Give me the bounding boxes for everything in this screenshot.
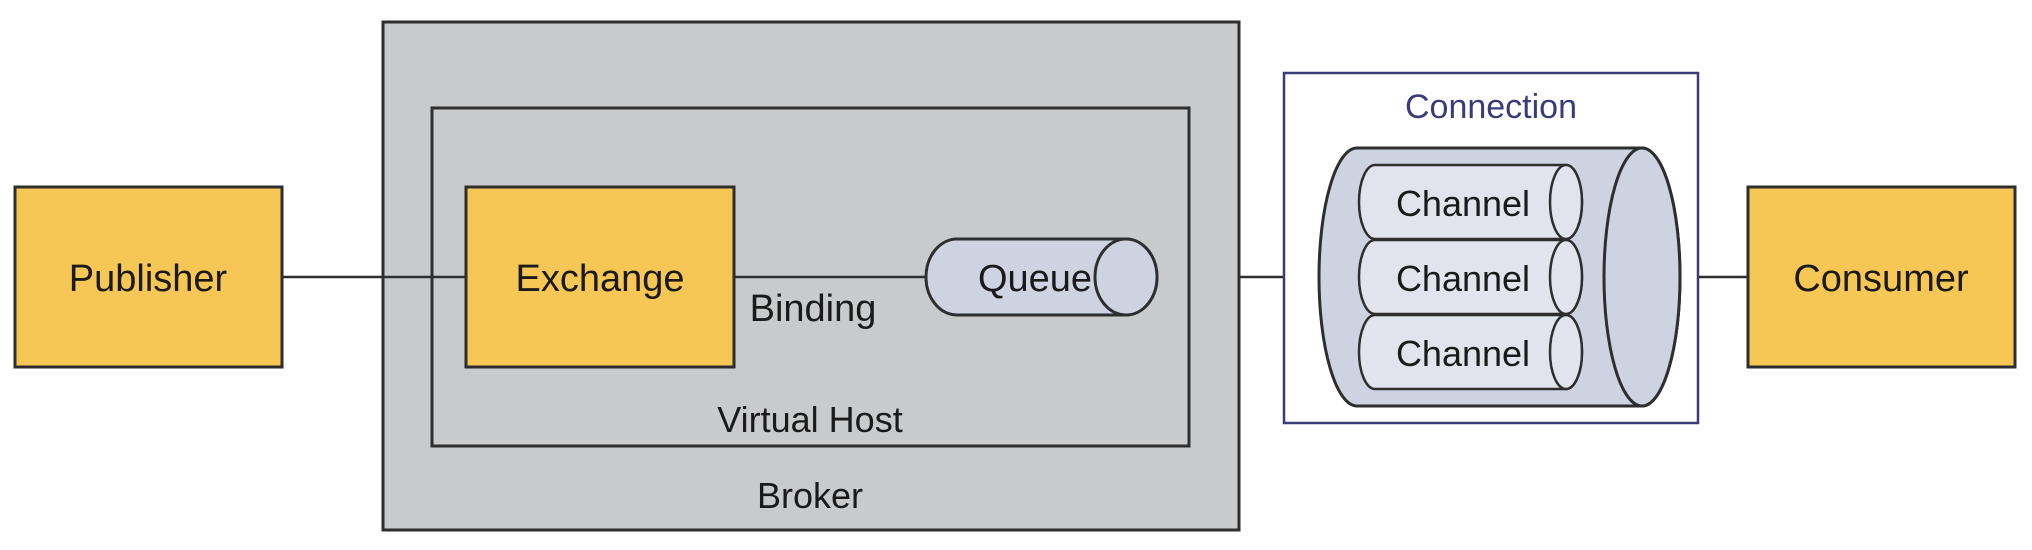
connection-label: Connection bbox=[1405, 88, 1577, 126]
queue-label: Queue bbox=[978, 258, 1092, 300]
consumer-label: Consumer bbox=[1793, 258, 1969, 300]
virtual-host-label: Virtual Host bbox=[717, 399, 902, 440]
broker-label: Broker bbox=[757, 475, 863, 516]
exchange-label: Exchange bbox=[515, 258, 684, 300]
channel-cylinder bbox=[1357, 163, 1584, 241]
channel-label: Channel bbox=[1396, 333, 1530, 374]
channel-label: Channel bbox=[1396, 183, 1530, 224]
consumer-box bbox=[1746, 185, 2017, 369]
binding-label: Binding bbox=[750, 288, 877, 330]
channel-label: Channel bbox=[1396, 258, 1530, 299]
publisher-box bbox=[13, 185, 284, 369]
queue-cylinder bbox=[924, 237, 1159, 317]
channel-cylinder bbox=[1357, 313, 1584, 391]
publisher-label: Publisher bbox=[69, 258, 228, 300]
exchange-box bbox=[464, 185, 736, 369]
